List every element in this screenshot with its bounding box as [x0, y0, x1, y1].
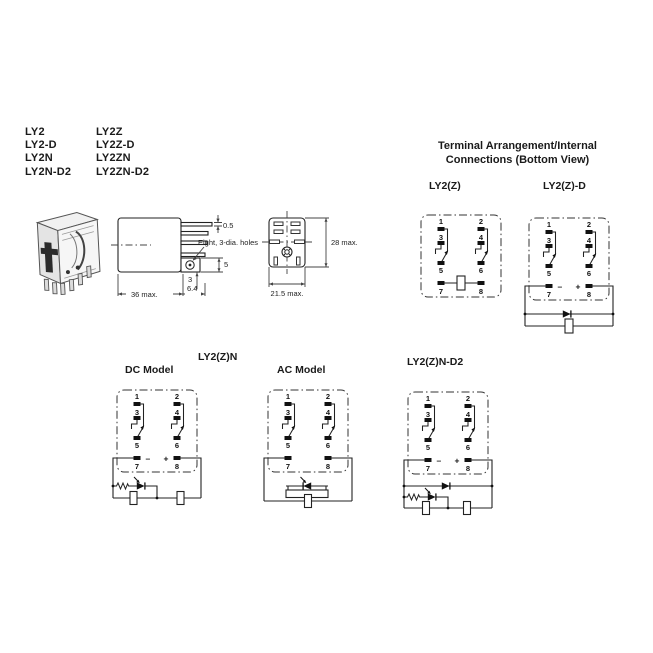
relay-photo-illustration	[35, 212, 101, 295]
resistor-icon	[114, 482, 130, 490]
terminal-2-label: 2	[326, 392, 330, 401]
terminal-8-label: 8	[326, 462, 330, 471]
label-dc-model: DC Model	[125, 364, 174, 376]
model-list-column-1: LY2 LY2-D LY2N LY2N-D2	[25, 126, 71, 179]
terminal-8-label: 8	[587, 290, 591, 299]
terminal-7-label: 7	[439, 287, 443, 296]
coil-icon	[564, 318, 574, 334]
coil-icon	[303, 493, 313, 509]
title-line-2: Connections (Bottom View)	[445, 154, 590, 166]
terminal-7-label: 7	[135, 462, 139, 471]
model-name: LY2Z-D	[96, 139, 135, 152]
model-name: LY2ZN	[96, 152, 131, 165]
model-name: LY2	[25, 126, 45, 138]
terminal-1-label: 1	[439, 217, 443, 226]
diagram-dc-model: 1 2 3 4 5 6 – + 7 8	[111, 389, 202, 506]
coil-icon	[462, 500, 472, 516]
terminal-3-label: 3	[135, 408, 139, 417]
dim-body-width-label: 36 max.	[131, 290, 158, 299]
model-name: LY2N-D2	[25, 165, 72, 178]
terminal-4-label: 4	[466, 410, 471, 419]
terminal-4-label: 4	[326, 408, 331, 417]
dim-base-width-label: 21.5 max.	[271, 289, 304, 298]
model-list-column-2: LY2Z LY2Z-D LY2ZN LY2ZN-D2	[96, 126, 149, 179]
terminal-6-label: 6	[466, 443, 470, 452]
led-icon	[424, 487, 437, 502]
diagram-ly2z-d: 1 2 3 4 5 6 – + 7 8	[523, 217, 615, 334]
terminal-5-label: 5	[439, 266, 443, 275]
terminal-2-label: 2	[587, 220, 591, 229]
terminal-3-label: 3	[439, 233, 443, 242]
led-icon	[299, 476, 312, 491]
terminal-2-label: 2	[175, 392, 179, 401]
terminal-2-label: 2	[479, 217, 483, 226]
dim-body-height-label: 28 max.	[331, 238, 358, 247]
terminal-8-label: 8	[466, 464, 470, 473]
label-ac-model: AC Model	[277, 364, 326, 376]
terminal-3-label: 3	[286, 408, 290, 417]
model-name: LY2N	[25, 152, 53, 165]
terminal-6-label: 6	[326, 441, 330, 450]
label-ly2z-d: LY2(Z)-D	[543, 180, 586, 192]
model-name: LY2ZN-D2	[96, 165, 150, 178]
terminal-1-label: 1	[135, 392, 139, 401]
terminal-5-label: 5	[135, 441, 139, 450]
label-ly2zn: LY2(Z)N	[198, 351, 238, 363]
coil-icon	[129, 490, 138, 506]
resistor-icon	[405, 493, 421, 501]
terminal-6-label: 6	[587, 269, 591, 278]
terminal-7-label: 7	[547, 290, 551, 299]
bottom-view-dimension-drawing: 28 max. 21.5 max.	[262, 211, 358, 298]
diagram-ly2zn-d2: 1 2 3 4 5 6 – + 7 8	[402, 391, 494, 516]
polarity-plus-label: +	[164, 454, 169, 464]
label-ly2z: LY2(Z)	[429, 180, 461, 192]
diode-icon	[441, 481, 451, 491]
terminal-5-label: 5	[547, 269, 551, 278]
terminal-6-label: 6	[479, 266, 483, 275]
terminal-4-label: 4	[587, 236, 592, 245]
mounting-hole-center	[188, 263, 192, 267]
terminal-3-label: 3	[426, 410, 430, 419]
terminal-8-label: 8	[175, 462, 179, 471]
terminal-4-label: 4	[175, 408, 180, 417]
diagram-ly2z: 1 2 3 4 5 6 7 8	[420, 214, 502, 298]
terminal-3-label: 3	[547, 236, 551, 245]
title-line-1: Terminal Arrangement/Internal	[438, 140, 597, 152]
terminal-6-label: 6	[175, 441, 179, 450]
terminal-1-label: 1	[547, 220, 551, 229]
dim-flange-height-label: 5	[224, 260, 228, 269]
polarity-minus-label: –	[437, 456, 442, 466]
terminal-slots	[269, 221, 305, 266]
led-icon	[133, 476, 146, 491]
terminal-2-label: 2	[466, 394, 470, 403]
coil-icon	[456, 275, 466, 291]
diode-icon	[562, 309, 572, 319]
model-name: LY2Z	[96, 126, 123, 138]
dim-hole-offset-label: 3	[188, 275, 192, 284]
coil-icon	[176, 490, 185, 506]
terminal-7-label: 7	[426, 464, 430, 473]
diagram-ac-model: 1 2 3 4 5 6 7 8	[263, 389, 353, 509]
holes-note-label: Eight, 3-dia. holes	[198, 238, 258, 247]
terminal-8-label: 8	[479, 287, 483, 296]
model-name: LY2-D	[25, 139, 57, 152]
side-view-dimension-drawing: 0.5 Eight, 3-dia. holes 5 3 36 max. 6.4	[111, 215, 258, 299]
terminal-4-label: 4	[479, 233, 484, 242]
coil-icon	[421, 500, 431, 516]
terminal-7-label: 7	[286, 462, 290, 471]
terminal-1-label: 1	[286, 392, 290, 401]
terminal-arrangement-title: Terminal Arrangement/Internal Connection…	[420, 139, 615, 167]
terminal-1-label: 1	[426, 394, 430, 403]
polarity-plus-label: +	[455, 456, 460, 466]
polarity-minus-label: –	[558, 282, 563, 292]
polarity-minus-label: –	[146, 454, 151, 464]
center-hole-inner	[284, 249, 290, 255]
polarity-plus-label: +	[576, 282, 581, 292]
dim-flange-depth-label: 6.4	[187, 284, 197, 293]
terminal-5-label: 5	[426, 443, 430, 452]
dim-pin-thickness-label: 0.5	[223, 221, 233, 230]
terminal-5-label: 5	[286, 441, 290, 450]
label-ly2zn-d2: LY2(Z)N-D2	[407, 356, 464, 368]
